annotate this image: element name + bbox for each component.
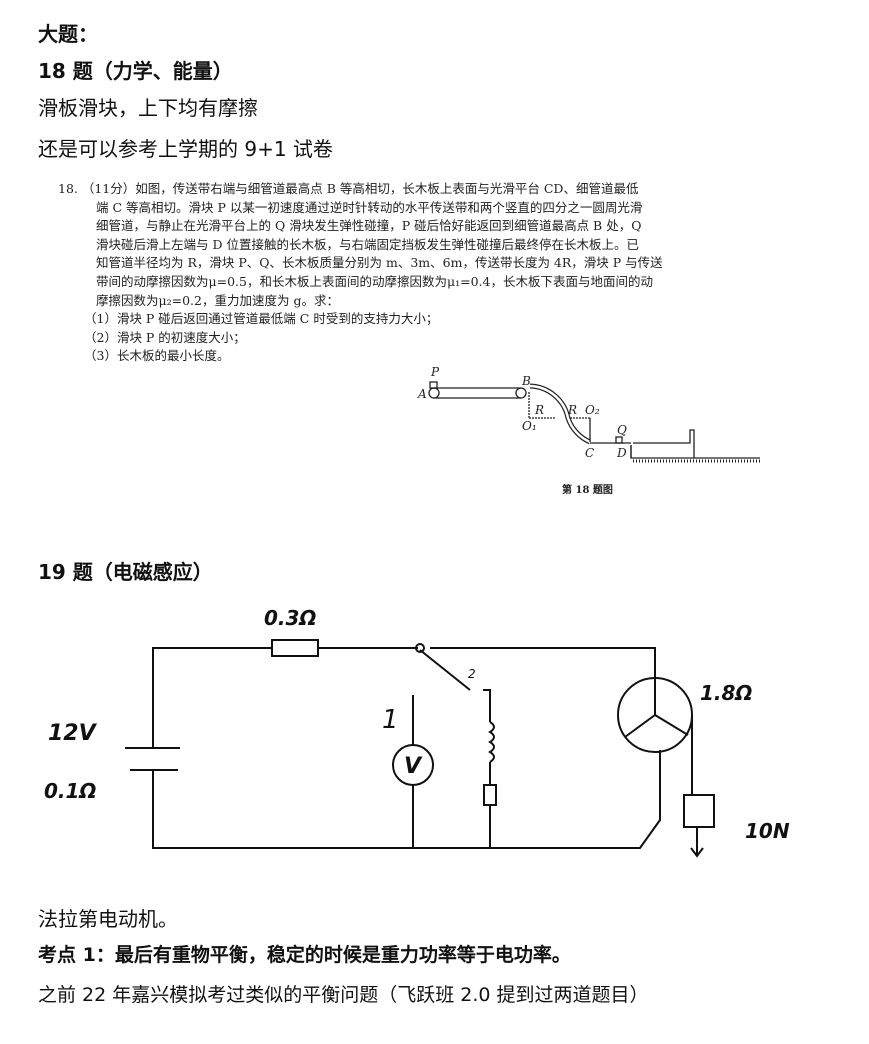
problem-line: 知管道半径均为 R，滑块 P、Q、长木板质量分别为 m、3m、6m，传送带长度为… [96,255,663,271]
q19-note-2: 考点 1：最后有重物平衡，稳定的时候是重力功率等于电功率。 [38,944,571,966]
q18-note-1: 滑板滑块，上下均有摩擦 [38,96,258,120]
svg-text:O₁: O₁ [522,419,537,433]
q18-title: 18 题（力学、能量） [38,59,233,83]
q19-note-3: 之前 22 年嘉兴模拟考过类似的平衡问题（飞跃班 2.0 提到过两道题目） [38,984,649,1006]
svg-text:10N: 10N [745,819,790,843]
svg-text:P: P [430,365,440,379]
q18-note-2: 还是可以参考上学期的 9+1 试卷 [38,137,333,161]
sub-question: （3）长木板的最小长度。 [84,348,230,364]
svg-text:D: D [616,446,627,460]
series-resistor [271,639,319,657]
svg-text:R: R [534,403,544,417]
svg-text:B: B [521,374,531,388]
q19-circuit [125,639,715,858]
problem-line: 摩擦因数为μ₂=0.2，重力加速度为 g。求： [96,292,339,308]
svg-text:12V: 12V [48,721,98,746]
q19-note-1: 法拉第电动机。 [38,907,178,931]
svg-text:1.8Ω: 1.8Ω [700,681,752,705]
sub-question: （1）滑块 P 碰后返回通过管道最低端 C 时受到的支持力大小； [84,311,439,327]
q18-figure [428,381,761,463]
problem-line: 带间的动摩擦因数为μ=0.5，和长木板上表面间的动摩擦因数为μ₁=0.4，长木板… [96,273,653,289]
svg-text:1: 1 [382,705,399,735]
figure-caption: 第 18 题图 [562,483,613,496]
svg-text:0.1Ω: 0.1Ω [44,779,96,803]
q19-title: 19 题（电磁感应） [38,560,213,584]
svg-text:2: 2 [468,667,476,681]
problem-line: 细管道，与静止在光滑平台上的 Q 滑块发生弹性碰撞，P 碰后恰好能返回到细管道最… [96,218,642,234]
svg-text:V: V [404,754,423,779]
weight [683,794,715,828]
svg-text:A: A [417,387,427,401]
circuit-labels: 0.3Ω 12V 0.1Ω 1 2 V 1.8Ω 10N [44,606,790,843]
sub-question: （2）滑块 P 的初速度大小； [84,329,246,345]
svg-text:Q: Q [617,423,627,437]
svg-text:C: C [585,446,594,460]
problem-line: 端 C 等高相切。滑块 P 以某一初速度通过逆时针转动的水平传送带和两个竖直的四… [96,199,643,215]
problem-line: 18. （11分）如图，传送带右端与细管道最高点 B 等高相切，长木板上表面与光… [58,181,639,196]
inductor [488,721,495,763]
section-heading: 大题： [38,22,98,46]
q18-problem-scan: 18. （11分）如图，传送带右端与细管道最高点 B 等高相切，长木板上表面与光… [58,180,778,366]
q18-figure-labels: P A B R R O₁ O₂ C D Q 第 18 题图 [417,365,627,496]
svg-text:O₂: O₂ [585,403,600,417]
svg-text:0.3Ω: 0.3Ω [264,606,316,630]
svg-text:R: R [567,403,577,417]
switch-arm [419,649,471,691]
problem-line: 滑块碰后滑上左端与 D 位置接触的长木板，与右端固定挡板发生弹性碰撞后最终停在长… [96,236,639,252]
